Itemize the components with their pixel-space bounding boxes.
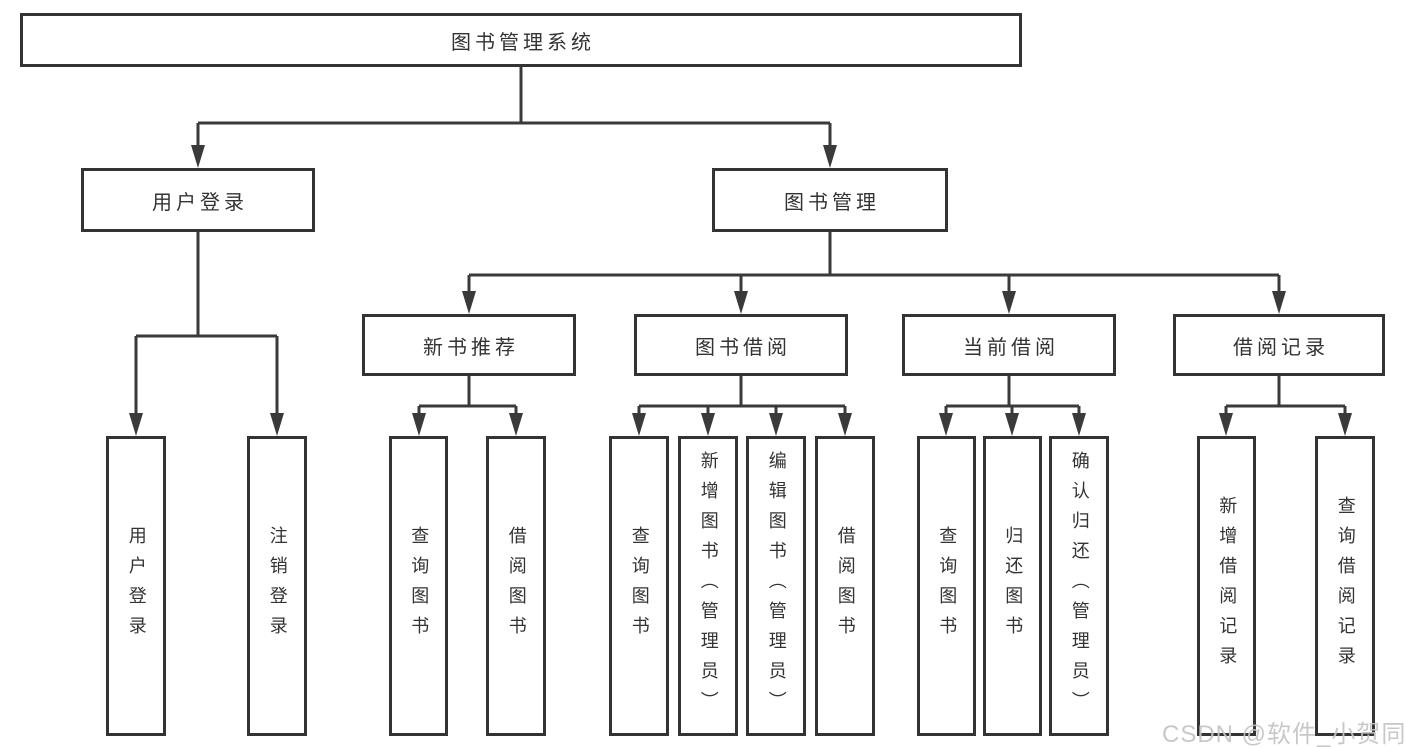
node-root: 图书管理系统 xyxy=(20,13,1022,67)
leaf-user-login: 用户登录 xyxy=(106,436,166,736)
leaf-return-book: 归还图书 xyxy=(983,436,1042,736)
leaf-logout: 注销登录 xyxy=(247,436,307,736)
leaf-query-book-3: 查询图书 xyxy=(917,436,976,736)
arrow-down-icon xyxy=(1272,291,1286,314)
connector-userlogin-to-leaves xyxy=(129,232,284,436)
arrow-down-icon xyxy=(939,413,953,436)
leaf-query-book-3-label: 查询图书 xyxy=(937,526,958,646)
leaf-add-book-admin-label: 新增图书（管理员） xyxy=(698,451,719,721)
arrow-down-icon xyxy=(191,145,205,168)
node-current-borrow: 当前借阅 xyxy=(902,314,1116,376)
leaf-confirm-return-admin-label: 确认归还（管理员） xyxy=(1069,451,1090,721)
leaf-borrow-book-1-label: 借阅图书 xyxy=(506,526,527,646)
node-book-borrow-label: 图书借阅 xyxy=(695,336,791,359)
node-root-label: 图书管理系统 xyxy=(451,31,595,54)
arrow-down-icon xyxy=(1005,413,1019,436)
leaf-borrow-book-2: 借阅图书 xyxy=(815,436,875,736)
leaf-query-borrow-record: 查询借阅记录 xyxy=(1315,436,1375,736)
leaf-user-login-label: 用户登录 xyxy=(126,526,147,646)
leaf-add-borrow-record: 新增借阅记录 xyxy=(1197,436,1256,736)
connector-borrowrecords-to-leaves xyxy=(1219,376,1352,436)
node-borrow-records: 借阅记录 xyxy=(1173,314,1385,376)
node-new-book-recommend-label: 新书推荐 xyxy=(423,336,519,359)
node-user-login: 用户登录 xyxy=(81,168,315,232)
arrow-down-icon xyxy=(769,413,783,436)
connector-newbookrec-to-leaves xyxy=(412,376,523,436)
node-book-borrow: 图书借阅 xyxy=(634,314,848,376)
leaf-add-borrow-record-label: 新增借阅记录 xyxy=(1217,496,1238,676)
leaf-borrow-book-2-label: 借阅图书 xyxy=(835,526,856,646)
leaf-edit-book-admin-label: 编辑图书（管理员） xyxy=(766,451,787,721)
node-new-book-recommend: 新书推荐 xyxy=(362,314,576,376)
connector-bookmgmt-to-level3 xyxy=(462,232,1286,314)
connector-currentborrow-to-leaves xyxy=(939,376,1086,436)
leaf-query-book-1-label: 查询图书 xyxy=(409,526,430,646)
arrow-down-icon xyxy=(838,413,852,436)
leaf-query-borrow-record-label: 查询借阅记录 xyxy=(1335,496,1356,676)
arrow-down-icon xyxy=(462,291,476,314)
arrow-down-icon xyxy=(701,413,715,436)
arrow-down-icon xyxy=(734,291,748,314)
leaf-query-book-2: 查询图书 xyxy=(609,436,669,736)
leaf-logout-label: 注销登录 xyxy=(267,526,288,646)
arrow-down-icon xyxy=(632,413,646,436)
node-book-management-label: 图书管理 xyxy=(784,191,880,214)
node-book-management: 图书管理 xyxy=(712,168,948,232)
node-borrow-records-label: 借阅记录 xyxy=(1233,336,1329,359)
leaf-query-book-1: 查询图书 xyxy=(389,436,448,736)
connector-bookborrow-to-leaves xyxy=(632,376,852,436)
arrow-down-icon xyxy=(129,413,143,436)
csdn-watermark: CSDN @软件_小贺同学 xyxy=(1162,721,1405,747)
leaf-add-book-admin: 新增图书（管理员） xyxy=(678,436,738,736)
leaf-edit-book-admin: 编辑图书（管理员） xyxy=(746,436,806,736)
node-current-borrow-label: 当前借阅 xyxy=(963,336,1059,359)
arrow-down-icon xyxy=(1338,413,1352,436)
arrow-down-icon xyxy=(1219,413,1233,436)
arrow-down-icon xyxy=(1072,413,1086,436)
arrow-down-icon xyxy=(412,413,426,436)
arrow-down-icon xyxy=(823,145,837,168)
leaf-query-book-2-label: 查询图书 xyxy=(629,526,650,646)
leaf-borrow-book-1: 借阅图书 xyxy=(486,436,546,736)
arrow-down-icon xyxy=(1002,291,1016,314)
arrow-down-icon xyxy=(509,413,523,436)
leaf-confirm-return-admin: 确认归还（管理员） xyxy=(1049,436,1109,736)
connector-root-to-level2 xyxy=(191,67,837,168)
leaf-return-book-label: 归还图书 xyxy=(1003,526,1024,646)
arrow-down-icon xyxy=(270,413,284,436)
node-user-login-label: 用户登录 xyxy=(152,191,248,214)
